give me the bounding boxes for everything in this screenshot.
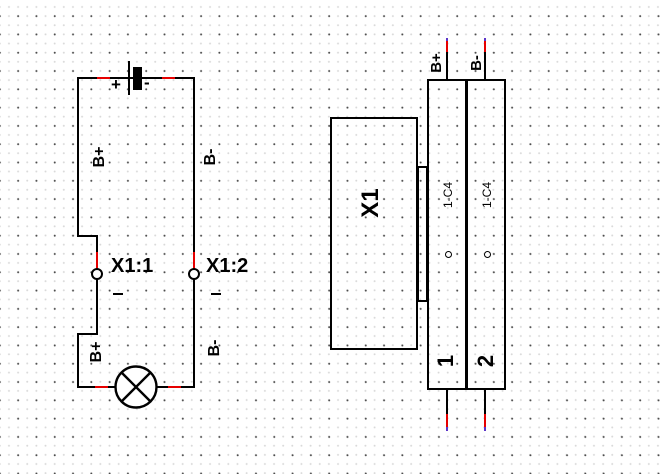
strip-designation-label: X1 bbox=[357, 188, 384, 218]
wire-tip bbox=[484, 427, 486, 431]
battery-positive-plate bbox=[128, 61, 130, 95]
terminal-2-point[interactable] bbox=[484, 251, 491, 258]
terminal-1-top-wire[interactable] bbox=[446, 52, 448, 80]
terminal-1-number: 1 bbox=[433, 354, 458, 368]
terminal-1-bottom-wire[interactable] bbox=[446, 390, 448, 415]
wire-left-below-terminal[interactable] bbox=[96, 279, 98, 335]
terminal-1-wire-label: B+ bbox=[427, 53, 445, 73]
terminal-2-top-wire[interactable] bbox=[484, 52, 486, 80]
terminal-ref-left: X1:1 bbox=[111, 255, 154, 277]
wire-right-lower[interactable] bbox=[193, 279, 195, 388]
terminal-2-target-label: 1-C4 bbox=[480, 182, 494, 209]
battery-minus-label: - bbox=[144, 73, 150, 92]
wire-label-bottom-left: B+ bbox=[88, 341, 105, 363]
wire-tip bbox=[446, 38, 448, 42]
connection-marker bbox=[97, 77, 110, 79]
battery-negative-plate bbox=[133, 67, 142, 90]
terminal-tick-left bbox=[113, 293, 123, 295]
wire-left-lower[interactable] bbox=[77, 333, 79, 388]
wire-label-bottom-right: B- bbox=[206, 339, 223, 357]
terminal-1-point[interactable] bbox=[445, 251, 452, 258]
wire-left-upper[interactable] bbox=[77, 77, 79, 237]
terminal-1-target-label: 1-C4 bbox=[441, 182, 455, 209]
strip-designation-box[interactable] bbox=[330, 117, 418, 350]
connection-marker bbox=[96, 252, 98, 269]
connection-marker bbox=[193, 252, 195, 269]
terminal-point-x1-2[interactable] bbox=[188, 268, 200, 280]
wire-left-jog-top[interactable] bbox=[77, 235, 98, 237]
wire-tip bbox=[484, 38, 486, 42]
connection-marker bbox=[484, 414, 486, 427]
terminal-2-body[interactable] bbox=[466, 79, 506, 390]
connection-marker bbox=[162, 77, 175, 79]
terminal-point-x1-1[interactable] bbox=[91, 268, 103, 280]
lamp-symbol[interactable] bbox=[113, 364, 159, 410]
connection-marker bbox=[168, 386, 181, 388]
battery-plus-label: + bbox=[111, 75, 121, 94]
connection-marker bbox=[446, 414, 448, 427]
connection-marker bbox=[95, 386, 108, 388]
terminal-2-number: 2 bbox=[473, 354, 498, 368]
terminal-2-wire-label: B- bbox=[467, 55, 485, 71]
wire-label-top-left: B+ bbox=[91, 146, 108, 168]
terminal-1-body[interactable] bbox=[427, 79, 467, 390]
terminal-ref-right: X1:2 bbox=[206, 255, 249, 277]
wire-right-upper[interactable] bbox=[193, 77, 195, 269]
connection-marker bbox=[484, 41, 486, 53]
connection-marker bbox=[446, 41, 448, 53]
wire-label-top-right: B- bbox=[202, 148, 219, 166]
terminal-2-bottom-wire[interactable] bbox=[484, 390, 486, 415]
wire-left-jog-bottom[interactable] bbox=[77, 333, 98, 335]
wire-tip bbox=[446, 427, 448, 431]
terminal-tick-right bbox=[211, 293, 221, 295]
